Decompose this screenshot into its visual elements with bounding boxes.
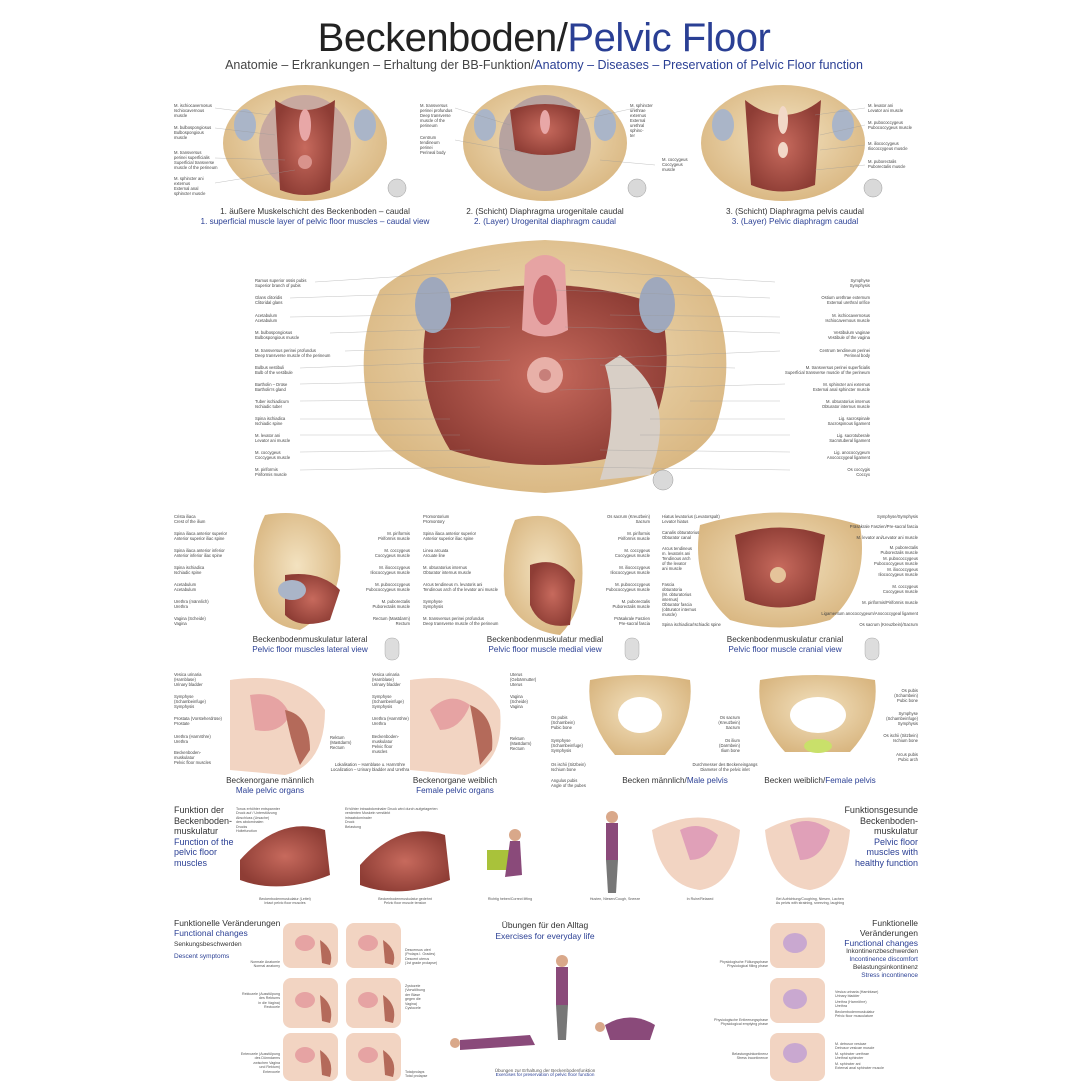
function-note: Erhöhter intraabdominaler Druck wird dur…	[345, 807, 438, 829]
top2-label-r2: M. coccygeus Coccygeus muscle	[662, 157, 688, 172]
main-right-label: Symphyse Symphysis	[849, 278, 870, 288]
bottom-mid-note: Totalprolaps Total prolapse	[405, 1070, 428, 1079]
main-left-label: Ramus superior ossis pubis Superior bran…	[255, 278, 307, 288]
top3-label-4: M. puborectalis Puborectalis muscle	[868, 159, 906, 169]
main-right-label: Ostium urethrae externum External urethr…	[821, 295, 870, 305]
orientation-icons-top	[387, 178, 883, 198]
third-row-illustrations	[253, 512, 880, 661]
function-note: Beckenbodenmuskulatur (Leitet) Intact pe…	[259, 897, 311, 906]
main-right-label: Os coccygis Coccyx	[847, 467, 870, 477]
function-right-heading: Funktionsgesunde Beckenboden- muskulatur…	[844, 805, 918, 868]
function-note: Husten, Niesen/Cough, Sneeze	[589, 897, 641, 901]
main-right-label: M. obturatorius internus Obturator inter…	[821, 399, 870, 409]
top-illustrations	[214, 85, 883, 201]
bottom-center-heading: Übungen für den Alltag Exercises for eve…	[495, 920, 595, 941]
top1-label-2: M. bulbospongiosus Bulbospongious muscle	[174, 125, 212, 140]
main-left-label: Acetabulum Acetabulum	[255, 313, 278, 323]
main-right-label: Lig. sacrospinale Sacrospinous ligament	[827, 416, 870, 426]
top3-label-3: M. iliococcygeus Iliococcygeus muscle	[868, 141, 908, 151]
bottom-right-subs: Inkontinenzbeschwerden Incontinence disc…	[846, 948, 918, 979]
main-left-label: M. bulbospongiosus Bulbospongious muscle	[255, 330, 300, 340]
top-pelvis-2	[463, 85, 627, 201]
bottom-mid-note: Zystozele (Vorwölbung der Blase gegen di…	[405, 984, 425, 1011]
top3-label-2: M. pubococcygeus Pubococcygeus muscle	[868, 120, 912, 130]
bottom-left-note: Normale Anatomie Normal anatomy	[250, 960, 280, 969]
bottom-left-note: Rektozele (Ausstülpung des Rektums in di…	[242, 992, 280, 1010]
top2-label-1: M. transversus perinei profundus Deep tr…	[420, 103, 453, 128]
function-note: Beckenbodenmuskulatur gedehnt Pelvic flo…	[378, 897, 432, 906]
main-left-label: Tuber ischiadicum Ischiadic tuber	[255, 399, 289, 409]
top1-label-1: M. ischiocavernosus Ischiocavernous musc…	[174, 103, 212, 118]
page-title: Beckenboden/Pelvic Floor	[317, 16, 771, 60]
function-note: In Ruhe/Relaxed	[686, 897, 714, 901]
top2-caption: 2. (Schicht) Diaphragma urogenitale caud…	[466, 207, 624, 226]
top1-label-4: M. sphincter ani externus External anal …	[174, 176, 206, 196]
function-note: Richtig heben/Correct lifting	[487, 897, 533, 901]
top-pelvis-1	[223, 85, 387, 201]
bottom-left-note: Enterozele (Ausstülpung des Dünndarms zw…	[240, 1052, 280, 1074]
top3-label-1: M. levator ani Levator ani muscle	[868, 103, 904, 113]
pelvis-captions: Becken männlich/Male pelvis	[622, 776, 728, 785]
function-note: Bei Aufrichtung/Coughing, Niesen, Lachen…	[775, 897, 845, 906]
main-left-label: Bartholin – Drüse Bartholin's gland	[255, 382, 288, 392]
main-right-label: Lig. sacrotuberale Sacrotuberal ligament	[829, 433, 870, 443]
bottom-right-note: Physiologische Füllungsphase Physiologic…	[719, 960, 768, 969]
bottom-left-heading: Funktionelle Veränderungen Functional ch…	[174, 918, 281, 960]
main-left-label: M. levator ani Levator ani muscle	[255, 433, 291, 443]
main-left-label: Spina ischiadica Ischiadic spine	[255, 416, 286, 426]
main-right-label: Centrum tendineum perinei Perineal body	[819, 348, 870, 358]
top-pelvis-3	[701, 85, 865, 201]
bottom-right-note: Physiologische Entleerungsphase Physiolo…	[714, 1018, 768, 1027]
top2-label-r1: M. sphincter urethrae externus External …	[630, 103, 653, 138]
bottom-illustrations	[283, 923, 825, 1081]
top2-label-2: Centrum tendineum perinei Perineal body	[420, 135, 446, 155]
main-right-label: Lig. anococcygeum Anococcygeal ligament	[826, 450, 870, 460]
exercise-note: Übungen zur Erhaltung der Beckenbodenfun…	[494, 1068, 596, 1078]
main-left-label: Glans clitoridis Clitoridal glans	[255, 295, 283, 305]
page-subtitle: Anatomie – Erkrankungen – Erhaltung der …	[225, 58, 863, 72]
main-left-label: M. coccygeus Coccygeus muscle	[255, 450, 291, 460]
main-left-label: M. transversus perinei profundus Deep tr…	[255, 348, 331, 358]
top1-label-3: M. transversus perinei superficialis Sup…	[174, 150, 218, 170]
top1-caption: 1. äußere Muskelschicht des Beckenboden …	[200, 207, 430, 226]
main-pelvic-floor-illustration	[289, 240, 791, 493]
function-illustrations	[240, 811, 850, 893]
fourth-row-illustrations	[230, 675, 876, 775]
main-right-label: M. transversus perinei superficialis Sup…	[785, 365, 870, 375]
bottom-mid-note: Descensus uteri (Prolaps I. Grades) Desc…	[405, 948, 438, 966]
female-pelvis-caption: Becken weiblich/Female pelvis	[764, 776, 876, 785]
main-left-label: Bulbus vestibuli Bulb of the vestibule	[255, 365, 293, 375]
main-left-label: M. piriformis Piriformis muscle	[255, 467, 287, 477]
function-note: Tonus erhöhter entspannter Druck auf / U…	[236, 807, 280, 834]
main-right-label: Vestibulum vaginae Vestibule of the vagi…	[827, 330, 870, 340]
main-right-label: M. ischiocavernosus Ischiocavernous musc…	[825, 313, 870, 323]
bottom-right-note: Belastungsinkontinenz Stress incontinenc…	[732, 1052, 768, 1061]
main-right-label: M. sphincter ani externus External anal …	[812, 382, 870, 392]
